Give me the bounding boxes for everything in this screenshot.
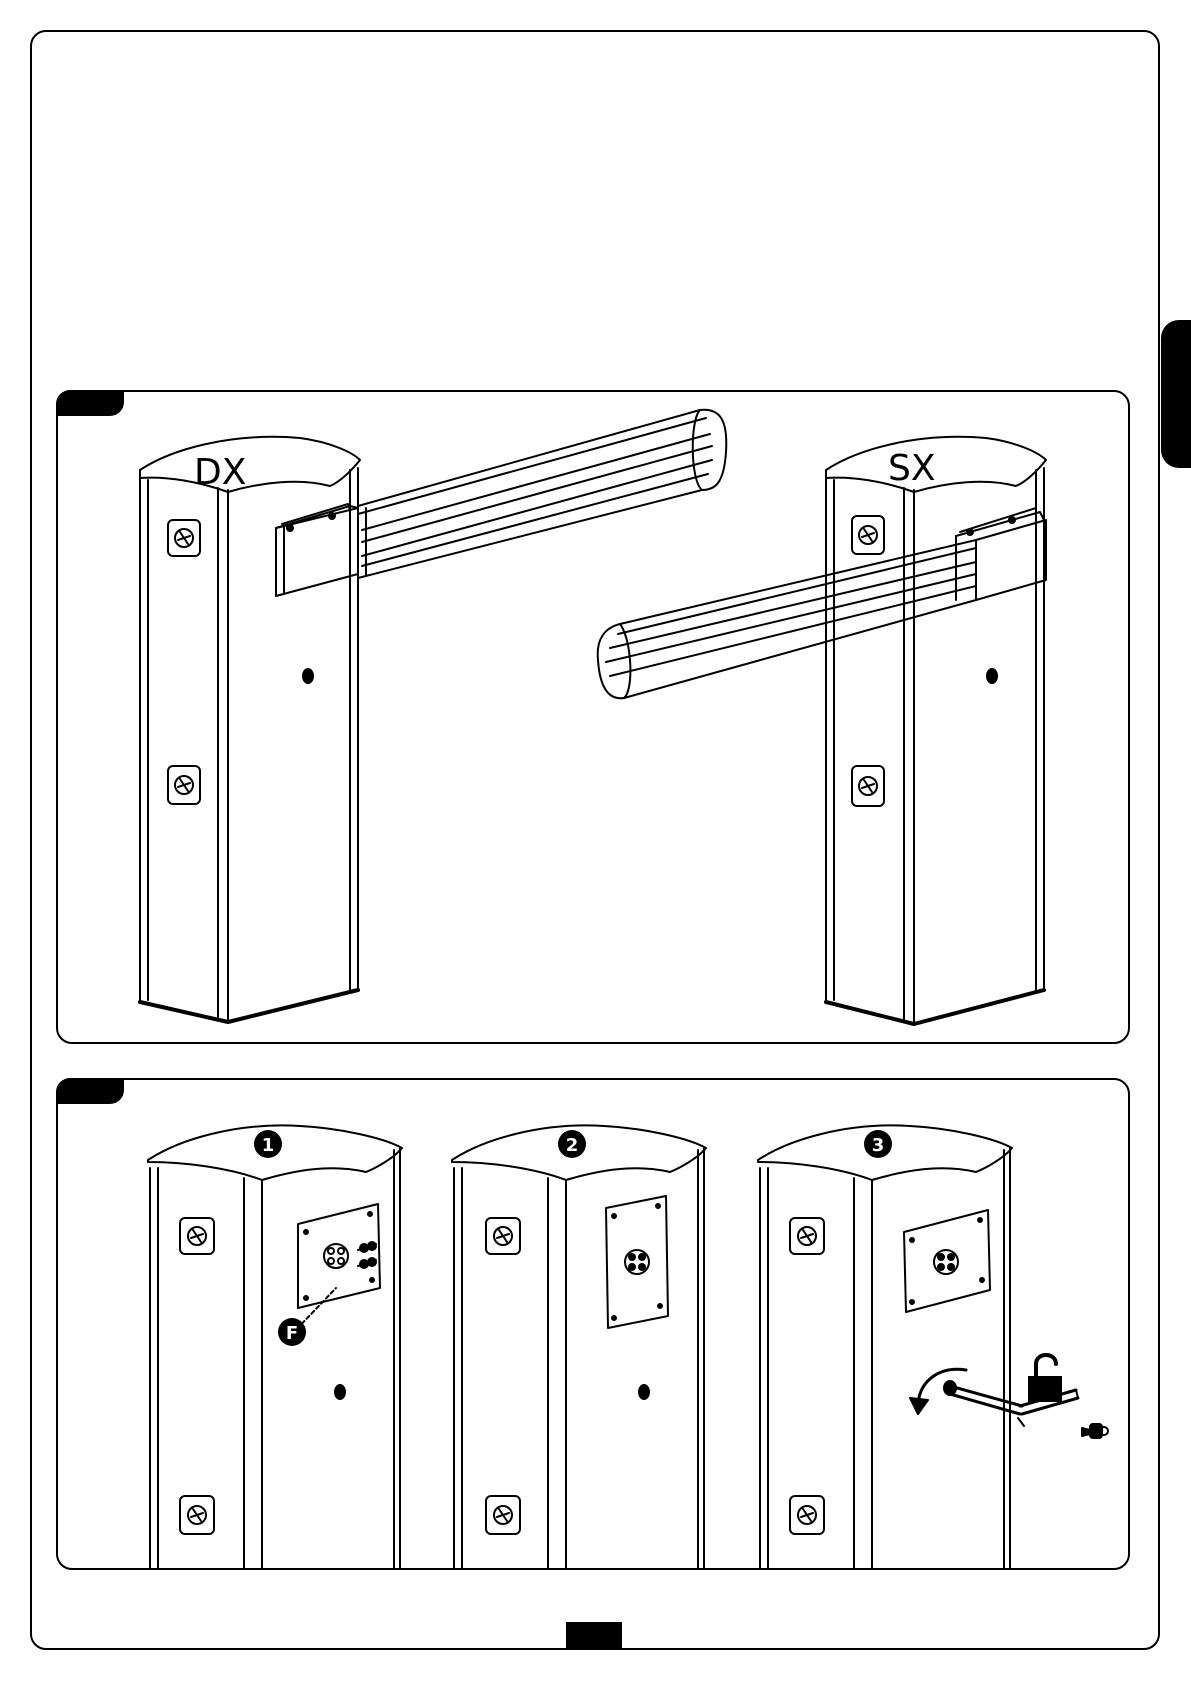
step-2-cabinet	[452, 1125, 706, 1568]
step-1-badge: 1	[254, 1130, 282, 1158]
label-dx: DX	[194, 452, 246, 493]
step-2-badge: 2	[558, 1130, 586, 1158]
barrier-sx	[598, 437, 1046, 1024]
barrier-dx	[140, 410, 726, 1022]
step-1-number: 1	[262, 1135, 275, 1156]
callout-f-badge: F	[278, 1318, 306, 1346]
callout-f-label: F	[286, 1323, 298, 1344]
step-3-badge: 3	[864, 1130, 892, 1158]
step-2-number: 2	[566, 1135, 579, 1156]
step-3-number: 3	[872, 1135, 885, 1156]
label-sx: SX	[888, 448, 936, 489]
step-1-cabinet	[148, 1125, 402, 1568]
unlock-icon	[1028, 1355, 1062, 1402]
step-3-cabinet	[758, 1125, 1108, 1568]
